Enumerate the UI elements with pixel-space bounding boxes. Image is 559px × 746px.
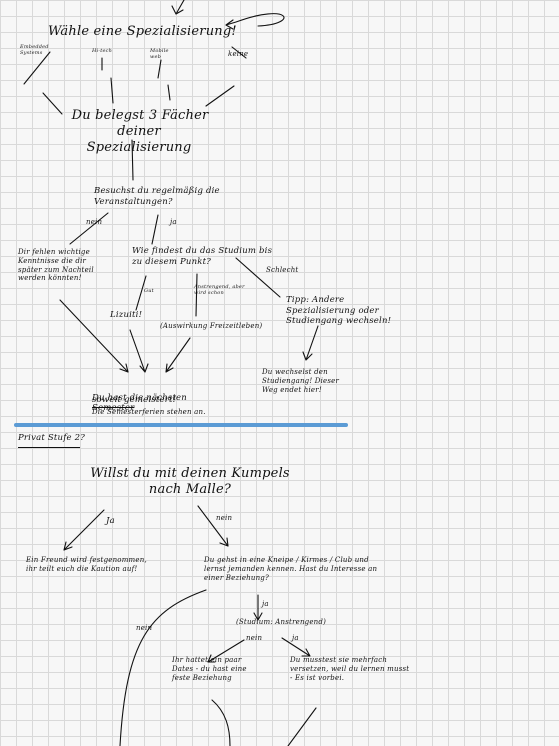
- study-status: (Studium: Anstrengend): [236, 618, 327, 626]
- friend-result: Ein Freund wird festgenommen, ihr teilt …: [26, 556, 147, 573]
- result-effort: (Auswirkung Freizeitleben): [160, 322, 263, 330]
- missing-to-semester: [59, 299, 129, 373]
- malle-yes-label: Ja: [106, 516, 115, 526]
- rating-effort: [195, 273, 198, 317]
- rating-good: [135, 275, 147, 311]
- effort-to-semester: [165, 337, 191, 373]
- loop-arrow: [225, 13, 285, 30]
- missing-knowledge: Dir fehlen wichtige Kenntnisse die dir s…: [18, 248, 94, 283]
- semester-line1: Du hast die nächsten: [92, 392, 187, 403]
- attendance-question: Besuchst du regelmäßig die Veranstaltung…: [94, 186, 220, 207]
- option-mobile: Mobile web: [150, 48, 169, 61]
- rating-bad-label: Schlecht: [266, 266, 299, 274]
- attendance-no: [69, 212, 109, 245]
- specialization-question: Wähle eine Spezialisierung!: [48, 24, 237, 39]
- rating-bad: [235, 257, 281, 298]
- dates-no-result: Ihr hattet ein paar Dates - du hast eine…: [172, 656, 247, 682]
- dates-no-label: nein: [246, 634, 263, 642]
- tip-text: Tipp: Andere Spezialisierung oder Studie…: [286, 295, 392, 327]
- result-good: Lizuiti!: [110, 310, 143, 320]
- branch-keine: [231, 46, 247, 59]
- result-line2: deiner Spezialisierung: [86, 124, 192, 156]
- section-label-underline: [18, 447, 80, 448]
- branch-hitech-to-result: [110, 77, 114, 104]
- semester-struck-word: Semester: [92, 403, 135, 414]
- semester-result: Du hast die nächsten Semester: [92, 382, 282, 414]
- result-line1: Du belegst 3 Fächer: [71, 108, 209, 123]
- dates-yes-result: Du musstest sie mehrfach versetzen, weil…: [290, 656, 410, 682]
- dates-no-arrow: [207, 639, 245, 663]
- malle-question: Willst du mit deinen Kumpels nach Malle?: [90, 466, 290, 498]
- attendance-yes: [151, 214, 159, 245]
- bar-no-label: nein: [136, 624, 153, 632]
- rating-good-label: Gut: [144, 288, 154, 294]
- result-to-attendance: [131, 139, 134, 181]
- tip-to-switch: [302, 325, 319, 361]
- dates-yes-arrow: [281, 637, 311, 657]
- malle-no-label: nein: [216, 514, 233, 522]
- rating-effort-label: Anstrengend, aber wird schon: [194, 284, 245, 297]
- bottom-left-out: [211, 699, 231, 746]
- attendance-no-label: nein: [86, 218, 103, 226]
- bar-question: Du gehst in eine Kneipe / Kirmes / Club …: [204, 556, 378, 582]
- semester-line2: soweit gemeistert!: [92, 395, 177, 405]
- section-divider: [14, 423, 348, 427]
- bottom-right-out: [287, 707, 317, 746]
- incoming-arrow: [171, 0, 185, 15]
- option-keine: keine: [228, 50, 249, 58]
- section-label: Privat Stufe 2?: [18, 433, 86, 443]
- bar-yes-arrow: [253, 594, 263, 621]
- bar-no-curve: [119, 589, 207, 746]
- rating-question: Wie findest du das Studium bis zu diesem…: [132, 246, 273, 267]
- option-hitech: Hi-tech: [92, 48, 113, 54]
- branch-embedded-to-result: [42, 92, 63, 115]
- branch-embedded: [23, 51, 51, 85]
- option-embedded: Embedded Systems: [20, 44, 49, 57]
- malle-no: [197, 505, 229, 547]
- semester-line3: Die Semesterferien stehen an.: [92, 408, 206, 416]
- bar-yes-label: ja: [262, 600, 269, 608]
- branch-mobile: [157, 59, 162, 79]
- branch-keine-to-result: [205, 85, 235, 107]
- branch-mobile-to-result: [167, 84, 171, 101]
- malle-yes: [63, 509, 105, 551]
- attendance-yes-label: ja: [170, 218, 177, 226]
- switch-text: Du wechselst den Studiengang! Dieser Weg…: [262, 368, 340, 394]
- good-to-semester: [129, 329, 149, 373]
- dates-yes-label: ja: [292, 634, 299, 642]
